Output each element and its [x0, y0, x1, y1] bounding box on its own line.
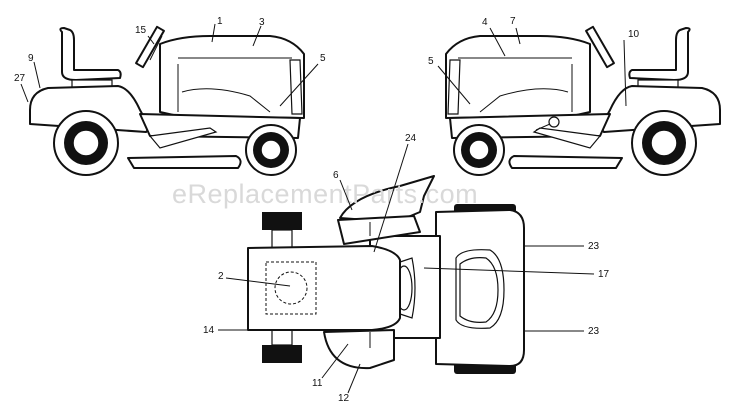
callout-11: 11 [312, 378, 323, 389]
callout-6: 6 [333, 170, 339, 181]
callout-12: 12 [338, 393, 350, 404]
decal-outline-hood [265, 261, 317, 315]
callout-14: 14 [203, 325, 215, 336]
callout-4: 4 [482, 17, 488, 28]
mower-chute-top [339, 175, 435, 223]
callout-24: 24 [405, 133, 417, 144]
callout-27: 27 [14, 73, 26, 84]
hood-top [247, 245, 401, 331]
leader-lines [20, 23, 627, 394]
callout-2: 2 [218, 271, 224, 282]
mower-deck-left [127, 155, 242, 169]
callout-5-right: 5 [428, 56, 434, 67]
callout-3: 3 [259, 17, 265, 28]
deck-lobe-lower [323, 329, 395, 370]
callout-23-lower: 23 [588, 326, 600, 337]
left-side-view [29, 25, 305, 176]
callout-15: 15 [135, 25, 147, 36]
callout-17: 17 [598, 269, 610, 280]
right-side-view [445, 25, 721, 176]
watermark: eReplacementParts.com [172, 179, 478, 209]
callouts: 1 3 15 5 9 27 4 7 10 5 24 6 2 14 11 12 2… [14, 16, 640, 404]
callout-23-upper: 23 [588, 241, 600, 252]
top-view [247, 175, 525, 374]
callout-1: 1 [217, 16, 223, 27]
rear-fender-left [29, 85, 151, 133]
callout-5-left: 5 [320, 53, 326, 64]
hood-left [159, 35, 305, 119]
seat-left [59, 27, 122, 81]
callout-7: 7 [510, 16, 516, 27]
front-wheel-top-lower [262, 345, 302, 363]
callout-10: 10 [628, 29, 640, 40]
front-wheel-top-upper [262, 212, 302, 230]
callout-9: 9 [28, 53, 34, 64]
steering-wheel-left [135, 25, 165, 69]
